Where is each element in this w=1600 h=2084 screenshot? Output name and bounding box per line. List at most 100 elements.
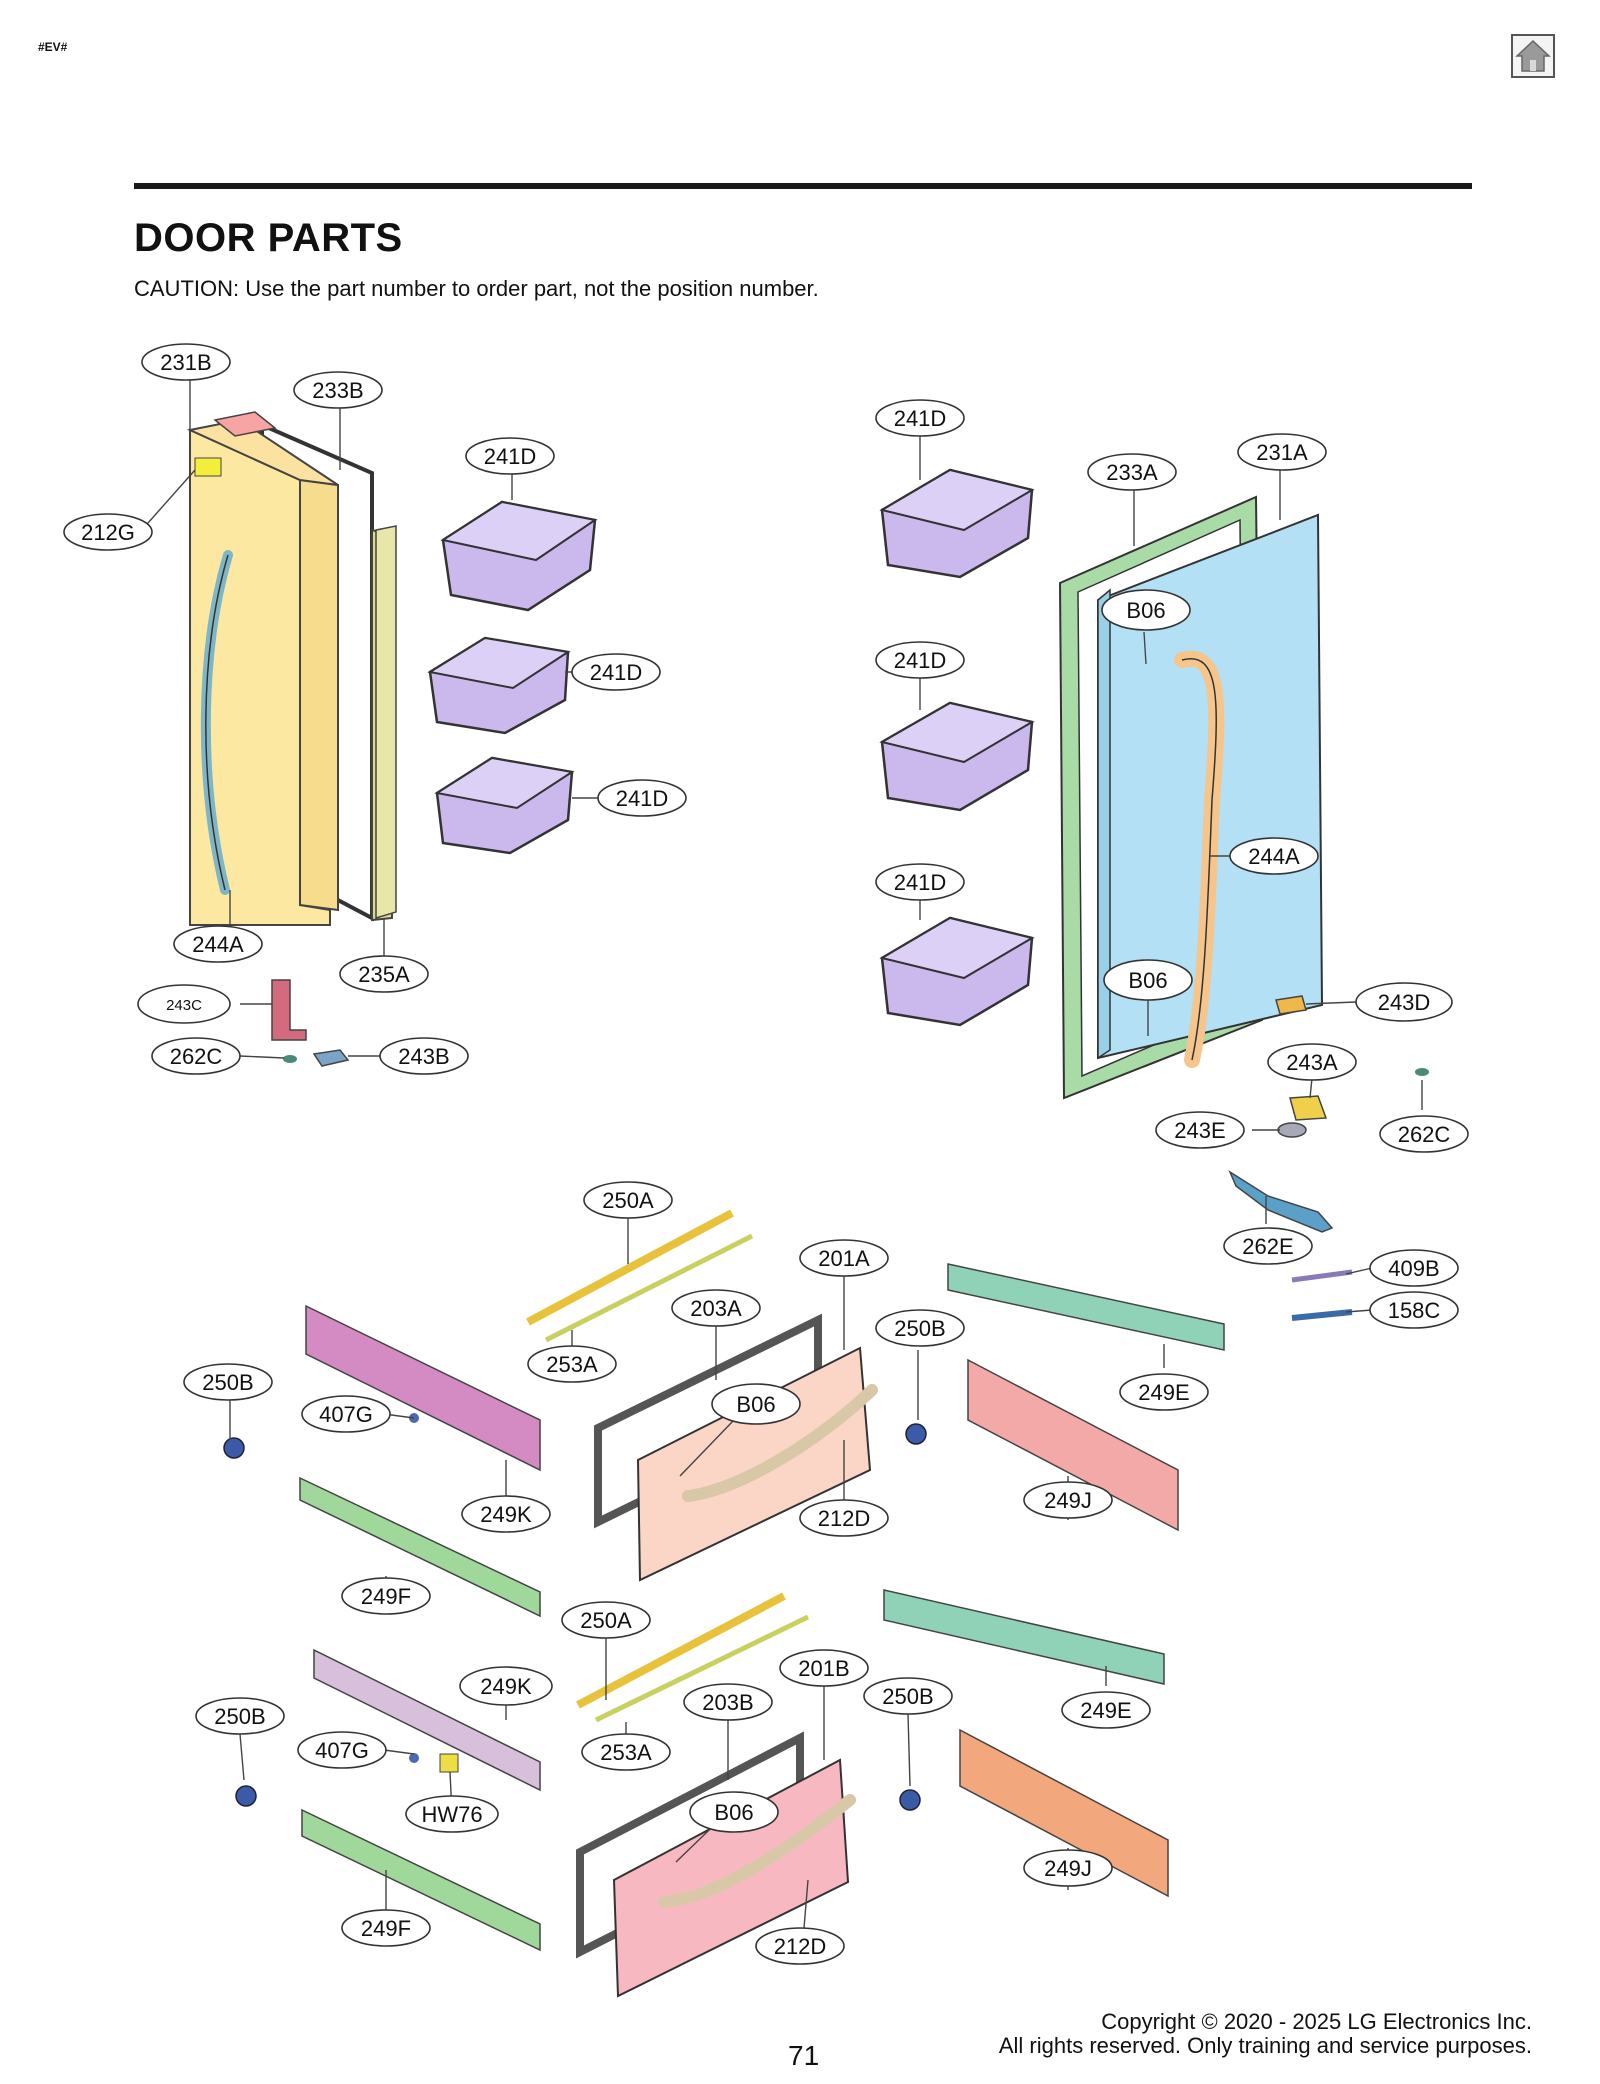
- callout: B06: [711, 1383, 801, 1425]
- callout: 203A: [671, 1289, 761, 1327]
- callout: 249F: [341, 1909, 431, 1947]
- callout: 249E: [1061, 1691, 1151, 1729]
- callout: 253A: [581, 1733, 671, 1771]
- callout-label: 212D: [818, 1506, 871, 1531]
- callout: 250B: [183, 1363, 273, 1401]
- upper-gears: [223, 1413, 927, 1459]
- callout: 243A: [1267, 1043, 1357, 1081]
- callout: 262E: [1223, 1227, 1313, 1265]
- left-door-trim: [371, 525, 397, 922]
- callout-label: 243A: [1286, 1050, 1338, 1075]
- callout-label: 241D: [484, 444, 537, 469]
- callout-label: 262C: [170, 1044, 223, 1069]
- callout: 253A: [527, 1345, 617, 1383]
- right-bin-1: [879, 468, 1035, 579]
- callout-label: 253A: [546, 1352, 598, 1377]
- callout: 231A: [1237, 433, 1327, 471]
- callout: 409B: [1369, 1249, 1459, 1287]
- callout: 249J: [1023, 1849, 1113, 1887]
- title-rule: [134, 183, 1472, 189]
- callout-label: 244A: [1248, 844, 1300, 869]
- callout: 235A: [339, 955, 429, 993]
- callout: 407G: [301, 1395, 391, 1433]
- callout: 158C: [1369, 1291, 1459, 1329]
- callout-label: B06: [714, 1800, 753, 1825]
- left-bin-3: [434, 756, 575, 855]
- home-button[interactable]: [1511, 34, 1555, 78]
- callout-label: 262E: [1242, 1234, 1293, 1259]
- callout: 212G: [63, 513, 153, 551]
- callout: 249K: [459, 1666, 553, 1706]
- callout: B06: [1103, 959, 1193, 1001]
- copyright-line-2: All rights reserved. Only training and s…: [998, 2033, 1532, 2058]
- copyright-line-1: Copyright © 2020 - 2025 LG Electronics I…: [1101, 2009, 1532, 2034]
- callout-label: 158C: [1388, 1298, 1441, 1323]
- callout-label: 243D: [1378, 990, 1431, 1015]
- callout: 241D: [875, 863, 965, 901]
- callout: 249K: [461, 1495, 551, 1533]
- callout: 201A: [799, 1239, 889, 1277]
- callout-label: 243C: [166, 997, 202, 1014]
- callout-label: 241D: [590, 660, 643, 685]
- callout: 243C: [137, 984, 231, 1024]
- callout-label: 203A: [690, 1296, 742, 1321]
- callout: 249E: [1119, 1373, 1209, 1411]
- left-door-panel: [186, 418, 339, 926]
- callout: 243B: [379, 1037, 469, 1075]
- callout-label: 249J: [1044, 1488, 1092, 1513]
- left-bin-1: [440, 500, 598, 612]
- right-bin-2: [879, 701, 1035, 812]
- callout: 244A: [173, 925, 263, 963]
- callout: 203B: [683, 1683, 773, 1721]
- right-hinge-parts: [1228, 995, 1429, 1321]
- callout: HW76: [405, 1795, 499, 1833]
- callout: 250B: [875, 1309, 965, 1347]
- callout-label: 249K: [480, 1502, 532, 1527]
- callout: 233B: [293, 371, 383, 409]
- callout-label: 243E: [1174, 1118, 1225, 1143]
- left-hinge-parts: [271, 979, 350, 1067]
- callout-label: 241D: [894, 870, 947, 895]
- callout-label: 241D: [894, 406, 947, 431]
- lower-rails: [301, 1589, 1169, 1952]
- callout: 250B: [195, 1697, 285, 1735]
- callout-label: 250A: [602, 1188, 654, 1213]
- callout-label: 241D: [894, 648, 947, 673]
- upper-strip-250A: [526, 1209, 754, 1343]
- callout-label: 203B: [702, 1690, 753, 1715]
- callout-label: 249K: [480, 1674, 532, 1699]
- callout: 244A: [1229, 837, 1319, 875]
- caution-note: CAUTION: Use the part number to order pa…: [134, 276, 819, 301]
- callout-label: 250B: [882, 1684, 933, 1709]
- home-icon: [1515, 39, 1551, 72]
- callout: 262C: [151, 1037, 241, 1075]
- upper-drawer-front: [636, 1346, 878, 1582]
- callout: 250B: [863, 1677, 953, 1715]
- lower-strip-250A: [576, 1592, 810, 1723]
- left-door-top-cap: [213, 411, 277, 437]
- callout: 250A: [561, 1601, 651, 1639]
- callout-label: 250B: [894, 1316, 945, 1341]
- callout: 243D: [1355, 982, 1453, 1022]
- callout-label: 235A: [358, 962, 410, 987]
- callout-label: 233B: [312, 378, 363, 403]
- callout-label: 249F: [361, 1584, 411, 1609]
- callout-label: 212G: [81, 520, 135, 545]
- callout: 241D: [571, 653, 661, 691]
- callout-label: 241D: [616, 786, 669, 811]
- callout-label: 250B: [214, 1704, 265, 1729]
- callout: 249F: [341, 1577, 431, 1615]
- lower-gears: [235, 1753, 921, 1811]
- callout: 201B: [779, 1649, 869, 1687]
- callout: 241D: [875, 641, 965, 679]
- callout: 241D: [597, 779, 687, 817]
- callout-label: 201A: [818, 1246, 870, 1271]
- callout: 241D: [875, 399, 965, 437]
- callout: 250A: [583, 1181, 673, 1219]
- callout-label: 212D: [774, 1934, 827, 1959]
- callout: 407G: [297, 1731, 387, 1769]
- callout-label: 244A: [192, 932, 244, 957]
- callout-label: 249J: [1044, 1856, 1092, 1881]
- callout-label: 407G: [319, 1402, 373, 1427]
- callout: 233A: [1087, 453, 1177, 491]
